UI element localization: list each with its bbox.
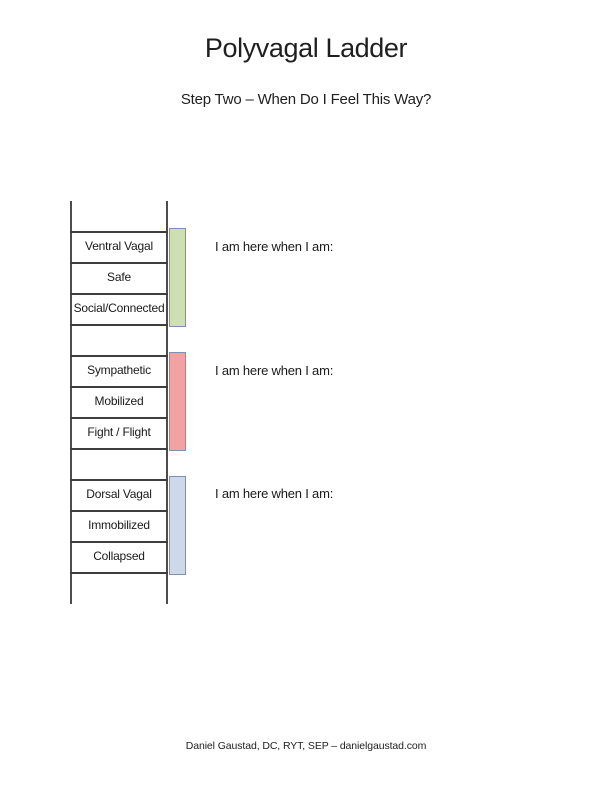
footer-attribution: Daniel Gaustad, DC, RYT, SEP – danielgau…	[185, 740, 427, 752]
ladder-left-rail	[70, 201, 72, 604]
ladder-label-ventral-vagal: Ventral Vagal	[85, 239, 153, 253]
ventral-vagal-color-bar	[169, 228, 186, 327]
ladder-rung	[70, 231, 168, 233]
ladder-rung	[70, 510, 168, 512]
ladder-label-mobilized: Mobilized	[94, 394, 144, 408]
ladder-rung	[70, 448, 168, 450]
ladder-rung	[70, 479, 168, 481]
sympathetic-color-bar	[169, 352, 186, 451]
ladder-label-sympathetic: Sympathetic	[87, 363, 151, 377]
ladder-rung	[70, 572, 168, 574]
ladder-rung	[70, 293, 168, 295]
prompt-ventral-vagal: I am here when I am:	[215, 239, 334, 254]
ladder-rung	[70, 417, 168, 419]
ladder-label-collapsed: Collapsed	[93, 549, 145, 563]
page-subtitle: Step Two – When Do I Feel This Way?	[180, 91, 432, 108]
ladder-label-dorsal-vagal: Dorsal Vagal	[86, 487, 152, 501]
prompt-dorsal-vagal: I am here when I am:	[215, 486, 334, 501]
ladder-rung	[70, 386, 168, 388]
prompt-sympathetic: I am here when I am:	[215, 363, 334, 378]
ladder-label-fight-flight: Fight / Flight	[87, 425, 151, 439]
dorsal-vagal-color-bar	[169, 476, 186, 575]
ladder-rung	[70, 262, 168, 264]
ladder-rung	[70, 324, 168, 326]
ladder-label-immobilized: Immobilized	[88, 518, 150, 532]
ladder-rung	[70, 541, 168, 543]
ladder-rung	[70, 355, 168, 357]
ladder-label-safe: Safe	[107, 270, 131, 284]
page-title: Polyvagal Ladder	[204, 33, 408, 63]
ladder-label-social-connected: Social/Connected	[73, 301, 165, 315]
ladder-right-rail	[166, 201, 168, 604]
